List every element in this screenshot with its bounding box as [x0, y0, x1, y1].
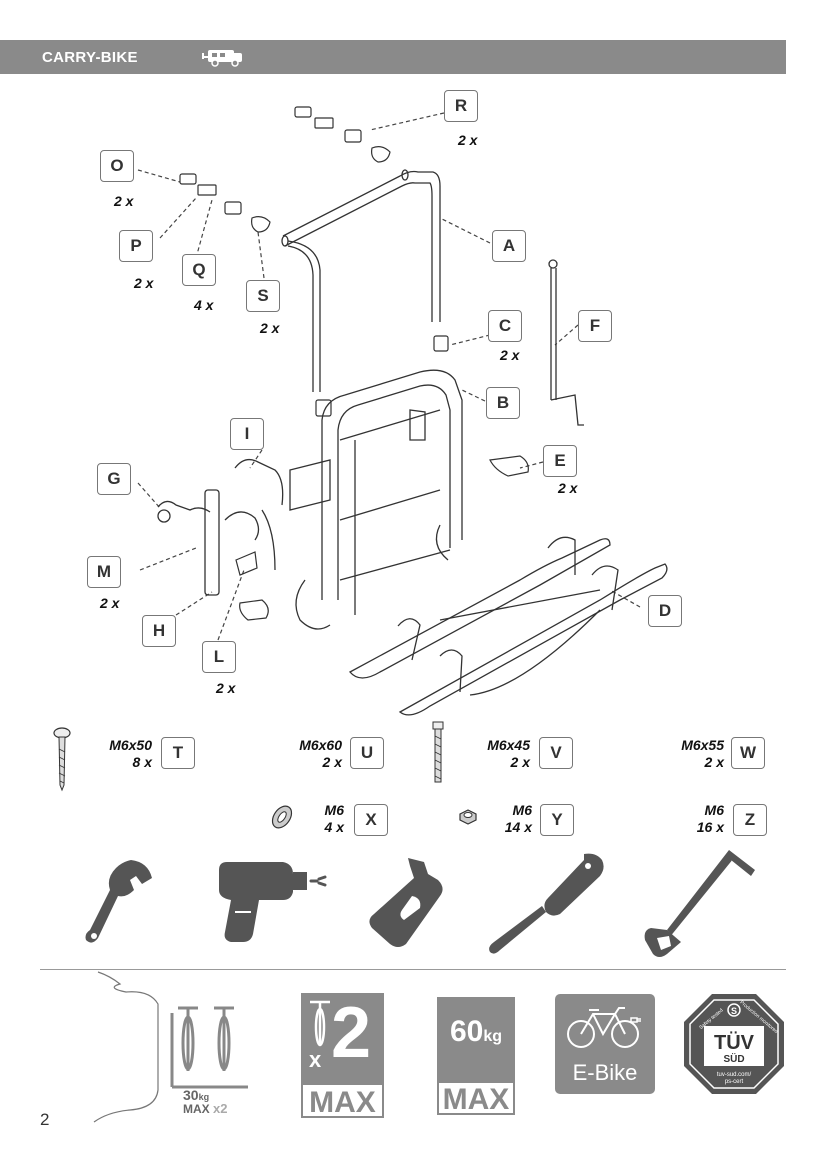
ebike-badge: E-Bike: [555, 994, 655, 1094]
screwdriver-icon: [489, 853, 604, 954]
part-label-c: C: [488, 310, 522, 342]
hw-label-w: W: [731, 737, 765, 769]
sealant-tube-icon: [369, 858, 443, 947]
bolt-t-icon: [53, 727, 71, 792]
svg-text:SÜD: SÜD: [723, 1052, 744, 1065]
svg-text:tuv-sud.com/: tuv-sud.com/: [717, 1072, 752, 1078]
bikes-max-badge: x 2 MAX: [301, 993, 384, 1119]
part-label-m: M: [87, 556, 121, 588]
washer-x-icon: [271, 805, 293, 829]
bike-icon: [310, 1000, 330, 1047]
weight-max-badge: 60kg MAX: [437, 997, 515, 1116]
part-qty-s: 2 x: [260, 320, 280, 336]
load-small-value: 30kg: [183, 1087, 210, 1103]
section-header: CARRY-BIKE: [0, 40, 786, 74]
part-label-b: B: [486, 387, 520, 419]
rails-d: [348, 536, 668, 716]
weight-value: 60kg: [449, 1015, 503, 1048]
hw-label-u: U: [350, 737, 384, 769]
frame-b: [289, 369, 463, 630]
ebike-label: E-Bike: [572, 1060, 638, 1085]
hw-label-z: Z: [733, 804, 767, 836]
part-label-r: R: [444, 90, 478, 122]
svg-text:TÜV: TÜV: [714, 1031, 755, 1054]
part-label-q: Q: [182, 254, 216, 286]
hw-label-y: Y: [540, 804, 574, 836]
part-label-a: A: [492, 230, 526, 262]
hw-label-t: T: [161, 737, 195, 769]
camper-van-icon: [202, 50, 242, 67]
svg-text:ps-cert: ps-cert: [725, 1079, 744, 1085]
part-label-i: I: [230, 418, 264, 450]
page-number: 2: [40, 1110, 50, 1129]
part-qty-e: 2 x: [558, 480, 578, 496]
part-label-l: L: [202, 641, 236, 673]
assembly-illustration: [137, 106, 668, 716]
part-label-h: H: [142, 615, 176, 647]
part-label-s: S: [246, 280, 280, 312]
part-qty-l: 2 x: [216, 680, 236, 696]
nut-y-icon: [459, 809, 477, 825]
part-label-d: D: [648, 595, 682, 627]
drill-icon: [219, 862, 327, 942]
crank-f: [548, 259, 584, 426]
part-qty-p: 2 x: [134, 275, 154, 291]
part-label-e: E: [543, 445, 577, 477]
part-qty-o: 2 x: [114, 193, 134, 209]
hacksaw-icon: [644, 850, 755, 957]
divider: [40, 969, 786, 970]
bolt-v-icon: [432, 721, 444, 783]
part-label-o: O: [100, 150, 134, 182]
bracket-outline: [93, 971, 159, 1123]
hw-label-v: V: [539, 737, 573, 769]
load-small-max: MAX x2: [183, 1101, 228, 1116]
part-qty-c: 2 x: [500, 347, 520, 363]
top-bar-a: [281, 169, 441, 392]
bikes-max-label: MAX: [301, 1083, 384, 1119]
wrench-icon: [85, 860, 152, 943]
weight-max-label: MAX: [437, 1081, 515, 1116]
svg-text:S: S: [731, 1006, 737, 1016]
part-qty-q: 4 x: [194, 297, 214, 313]
part-label-f: F: [578, 310, 612, 342]
holder-g: [157, 458, 284, 596]
hw-label-x: X: [354, 804, 388, 836]
part-label-g: G: [97, 463, 131, 495]
part-qty-m: 2 x: [100, 595, 120, 611]
ebike-icon: [567, 1007, 641, 1048]
section-title: CARRY-BIKE: [42, 49, 138, 66]
part-label-p: P: [119, 230, 153, 262]
two-bikes-icon: [170, 1006, 248, 1089]
part-qty-r: 2 x: [458, 132, 478, 148]
tuv-seal: S TÜV SÜD tuv-sud.com/ ps-cert Safety te…: [684, 994, 784, 1094]
